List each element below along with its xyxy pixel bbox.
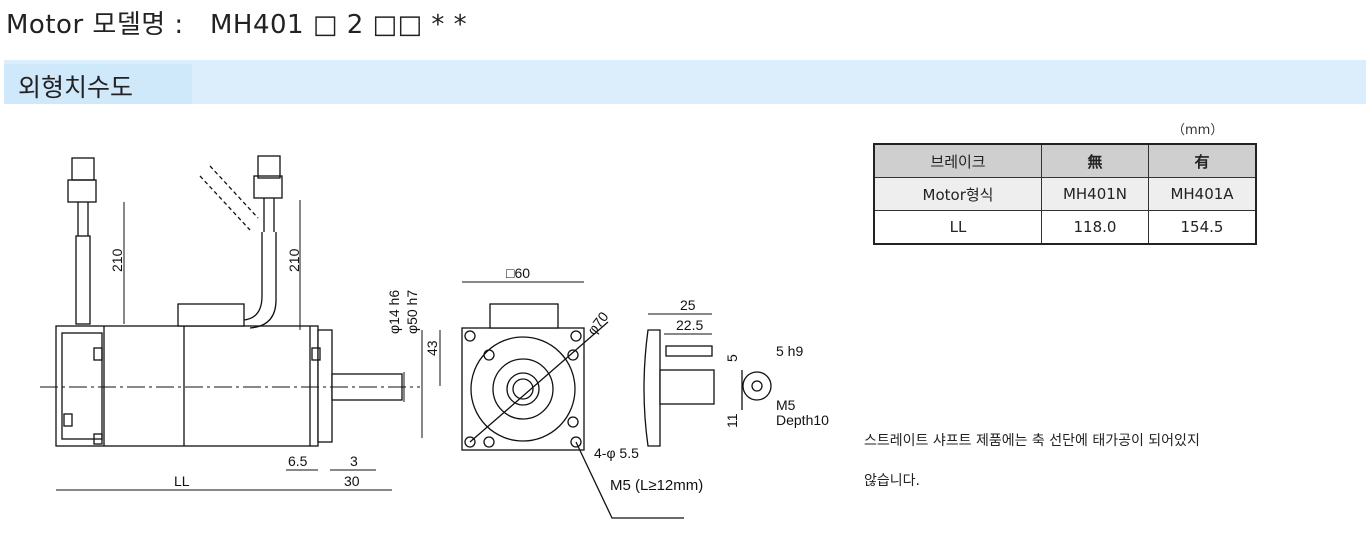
shaft-detail <box>643 329 772 447</box>
motor-side-view <box>40 155 420 447</box>
table-row: Motor형식 MH401N MH401A <box>873 177 1257 211</box>
section-tab <box>4 64 192 104</box>
dim-key-width: 5 h9 <box>776 343 803 359</box>
dim-cable-left: 210 <box>109 248 125 272</box>
spec-table: 브레이크 無 有 Motor형식 MH401N MH401A LL 118.0 … <box>873 143 1257 245</box>
dim-len-25: 25 <box>680 297 696 313</box>
table-cell: MH401N <box>1041 177 1149 211</box>
dim-key-11: 11 <box>724 413 740 428</box>
dim-tap-depth: Depth10 <box>776 412 829 428</box>
dim-spigot-dia: φ50 h7 <box>404 290 420 334</box>
table-cell: MH401A <box>1148 177 1257 211</box>
note-line-2: 않습니다. <box>864 473 920 489</box>
table-unit: （mm） <box>1172 123 1224 138</box>
section-title: 외형치수도 <box>18 73 134 102</box>
motor-front-view <box>461 303 684 519</box>
dim-cable-right: 210 <box>286 248 302 272</box>
dim-3: 3 <box>350 453 358 469</box>
table-cell: Motor형식 <box>873 177 1042 211</box>
table-cell: 154.5 <box>1148 210 1257 245</box>
dimension-lines <box>56 200 712 491</box>
section-bar <box>4 60 1366 104</box>
motor-drawing: 210 210 φ14 h6 φ50 h7 43 □60 φ70 4-φ 5.5… <box>40 155 829 519</box>
dim-6-5: 6.5 <box>288 453 308 469</box>
table-header: 브레이크 <box>873 143 1042 178</box>
dim-30: 30 <box>344 473 360 489</box>
dim-pcd: φ70 <box>584 308 612 337</box>
dim-hole: 4-φ 5.5 <box>594 445 639 461</box>
dim-len-22-5: 22.5 <box>676 317 703 333</box>
dim-flange-width: □60 <box>506 265 530 281</box>
note-line-1: 스트레이트 샤프트 제품에는 축 선단에 태가공이 되어있지 <box>864 433 1200 449</box>
dimension-labels: 210 210 φ14 h6 φ50 h7 43 □60 φ70 4-φ 5.5… <box>109 248 829 494</box>
dim-tap: M5 <box>776 397 796 413</box>
table-row: LL 118.0 154.5 <box>873 210 1257 245</box>
dim-screw: M5 (L≥12mm) <box>610 477 703 494</box>
table-header: 無 <box>1041 143 1149 178</box>
dim-shaft-dia: φ14 h6 <box>386 290 402 334</box>
dim-ll: LL <box>174 473 190 489</box>
model-label: Motor 모델명 : <box>6 10 184 40</box>
dim-key-5: 5 <box>724 354 740 362</box>
table-cell: LL <box>873 210 1042 245</box>
table-header-row: 브레이크 無 有 <box>873 143 1257 178</box>
model-title: Motor 모델명 : MH401 □ 2 □□ * * <box>6 4 467 41</box>
dim-height: 43 <box>424 340 440 356</box>
model-code: MH401 □ 2 □□ * * <box>209 10 468 40</box>
table-cell: 118.0 <box>1041 210 1149 245</box>
table-header: 有 <box>1148 143 1257 178</box>
